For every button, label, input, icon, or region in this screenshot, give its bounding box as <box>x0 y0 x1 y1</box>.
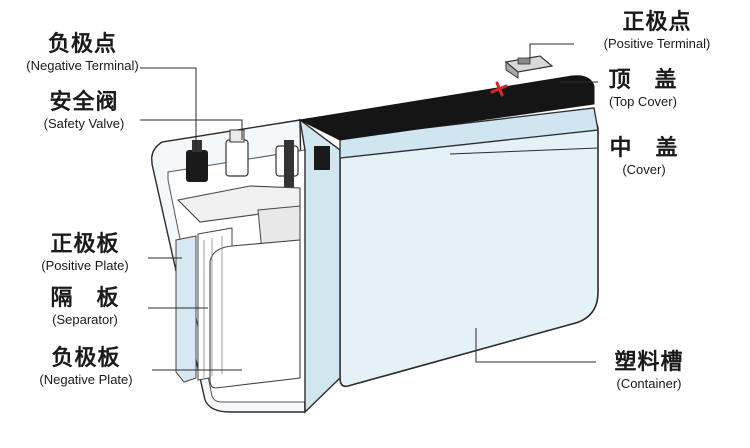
label-top-cover: 顶 盖 (Top Cover) <box>588 68 698 110</box>
label-negative-terminal-en: (Negative Terminal) <box>26 58 139 73</box>
label-safety-valve-en: (Safety Valve) <box>43 116 125 131</box>
label-negative-plate: 负极板 (Negative Plate) <box>16 346 156 388</box>
cover-edge-block <box>314 146 330 170</box>
label-cover: 中 盖 (Cover) <box>594 136 694 178</box>
label-separator: 隔 板 (Separator) <box>16 286 154 328</box>
label-separator-zh: 隔 板 <box>50 286 120 311</box>
safety-valve-cap <box>229 129 245 143</box>
label-negative-plate-zh: 负极板 <box>51 346 121 371</box>
label-positive-plate-en: (Positive Plate) <box>41 258 129 273</box>
leader-cover <box>449 147 599 155</box>
label-top-cover-en: (Top Cover) <box>609 94 677 109</box>
label-safety-valve-zh: 安全阀 <box>49 90 119 115</box>
inner-post <box>284 140 294 190</box>
container-side <box>299 118 341 414</box>
label-negative-terminal-zh: 负极点 <box>47 32 117 57</box>
label-separator-en: (Separator) <box>52 312 118 327</box>
leader-negative-terminal <box>140 67 197 150</box>
positive-plate <box>175 235 197 383</box>
terminal-hole <box>517 57 531 65</box>
label-positive-terminal-zh: 正极点 <box>622 10 692 35</box>
label-container-zh: 塑料槽 <box>614 350 684 375</box>
label-container-en: (Container) <box>616 376 682 391</box>
leader-positive-terminal <box>529 43 574 58</box>
positive-mark-icon <box>490 81 508 97</box>
label-positive-plate: 正极板 (Positive Plate) <box>16 232 154 274</box>
positive-terminal-base <box>505 60 519 79</box>
negative-terminal-post <box>186 150 208 182</box>
safety-valve-body <box>225 139 249 177</box>
leader-container <box>475 328 596 363</box>
label-safety-valve: 安全阀 (Safety Valve) <box>14 90 154 132</box>
label-positive-plate-zh: 正极板 <box>50 232 120 257</box>
label-positive-terminal-en: (Positive Terminal) <box>603 36 711 51</box>
label-cover-zh: 中 盖 <box>609 136 679 161</box>
label-cover-en: (Cover) <box>622 162 666 177</box>
cover-strip <box>339 107 599 159</box>
label-negative-terminal: 负极点 (Negative Terminal) <box>10 32 155 74</box>
label-negative-plate-en: (Negative Plate) <box>39 372 133 387</box>
leader-safety-valve <box>140 119 243 140</box>
leader-lines <box>140 43 599 371</box>
label-top-cover-zh: 顶 盖 <box>608 68 678 93</box>
container-front <box>339 121 599 388</box>
negative-plate <box>209 239 301 389</box>
label-positive-terminal: 正极点 (Positive Terminal) <box>574 10 740 52</box>
top-cover <box>298 75 595 141</box>
label-container: 塑料槽 (Container) <box>596 350 702 392</box>
negative-terminal-cap <box>192 140 202 152</box>
